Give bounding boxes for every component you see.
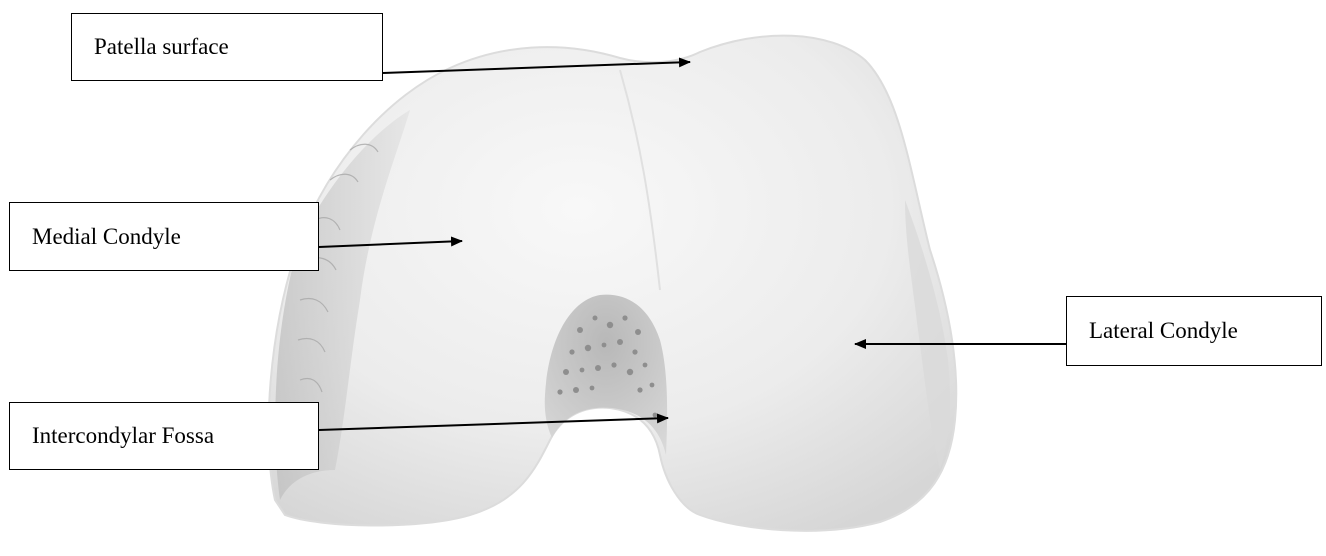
patella-surface-label: Patella surface xyxy=(94,34,229,60)
femur-bone-silhouette xyxy=(269,36,957,531)
intercondylar-fossa-label: Intercondylar Fossa xyxy=(32,423,214,449)
intercondylar-fossa-label-box: Intercondylar Fossa xyxy=(9,402,319,470)
patella-surface-label-box: Patella surface xyxy=(71,13,383,81)
lateral-condyle-label-box: Lateral Condyle xyxy=(1066,296,1322,366)
medial-condyle-label: Medial Condyle xyxy=(32,224,181,250)
medial-condyle-label-box: Medial Condyle xyxy=(9,202,319,271)
lateral-condyle-label: Lateral Condyle xyxy=(1089,318,1238,344)
